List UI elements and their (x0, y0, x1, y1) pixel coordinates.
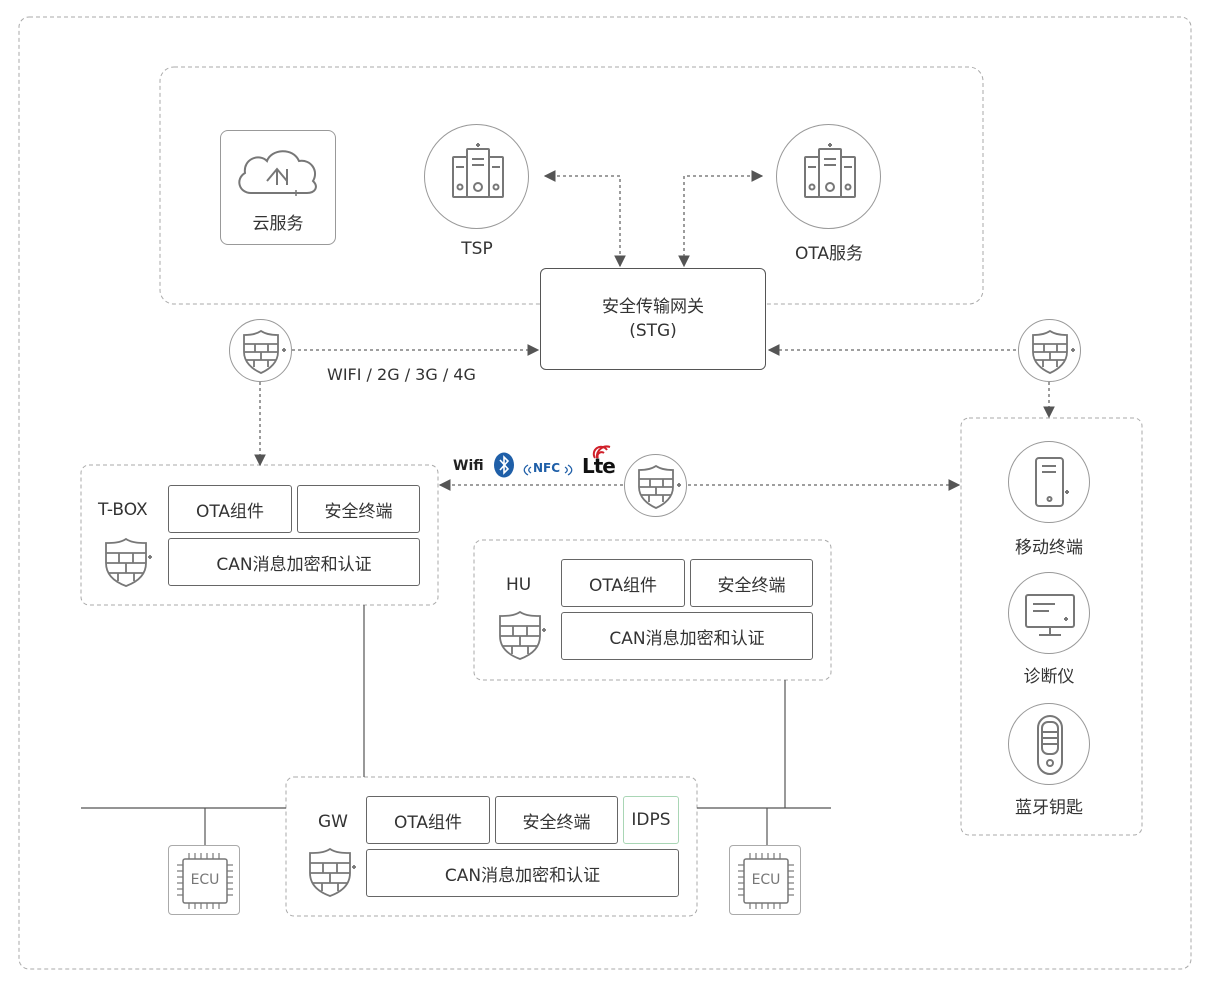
devices-container (960, 417, 1143, 836)
stg-title: 安全传输网关 (602, 297, 704, 317)
monitor-icon (1025, 594, 1075, 636)
smartphone-icon (1035, 457, 1069, 507)
car-key-icon (1037, 715, 1063, 775)
hu-name: HU (506, 575, 532, 595)
firewall-shield-icon (1032, 329, 1075, 374)
firewall-shield-icon (638, 464, 681, 509)
ecu-label: ECU (751, 872, 781, 888)
diagnostic-tool-node (1008, 572, 1090, 654)
ota-service-label: OTA服务 (794, 244, 864, 264)
firewall-shield-icon (243, 329, 286, 374)
hu-can-encryption: CAN消息加密和认证 (561, 612, 813, 660)
bluetooth-key-label: 蓝牙钥匙 (1015, 798, 1083, 818)
nfc-signal-left-icon (523, 464, 532, 476)
mobile-terminal-node (1008, 441, 1090, 523)
hu-ota-component: OTA组件 (561, 559, 685, 607)
bluetooth-icon (494, 452, 514, 478)
tsp-label: TSP (461, 239, 493, 259)
gw-can-encryption: CAN消息加密和认证 (366, 849, 679, 897)
tbox-name: T-BOX (98, 500, 148, 520)
diagnostic-tool-label: 诊断仪 (1023, 667, 1075, 687)
firewall-node-right (1018, 319, 1081, 382)
gw-container (285, 776, 698, 917)
ecu-left: ECU (168, 845, 240, 915)
gw-secure-terminal: 安全终端 (495, 796, 618, 844)
stg-gateway: 安全传输网关 (STG) (540, 268, 766, 370)
tbox-ota-component: OTA组件 (168, 485, 292, 533)
ecu-chip-icon (177, 853, 233, 909)
gw-idps: IDPS (623, 796, 679, 844)
hu-secure-terminal: 安全终端 (690, 559, 813, 607)
firewall-node-left (229, 319, 292, 382)
bluetooth-key-node (1008, 703, 1090, 785)
tbox-secure-terminal: 安全终端 (297, 485, 420, 533)
gw-ota-component: OTA组件 (366, 796, 490, 844)
firewall-shield-icon (499, 610, 546, 660)
tsp-node (424, 124, 529, 229)
tbox-can-encryption: CAN消息加密和认证 (168, 538, 420, 586)
cloud-service-card (220, 130, 336, 245)
cloud-service-label: 云服务 (252, 214, 304, 234)
server-icon (804, 143, 856, 198)
lte-logo: Lte (582, 454, 616, 478)
network-link-label: WIFI / 2G / 3G / 4G (327, 365, 476, 384)
ota-service-node (776, 124, 881, 229)
nfc-signal-right-icon (564, 464, 573, 476)
firewall-node-center (624, 454, 687, 517)
cloud-icon (238, 150, 317, 196)
firewall-shield-icon (309, 847, 356, 897)
ecu-right: ECU (729, 845, 801, 915)
ecu-chip-icon (738, 853, 794, 909)
ecu-label: ECU (190, 872, 220, 888)
server-icon (452, 143, 504, 198)
nfc-logo: NFC (533, 461, 561, 475)
stg-subtitle: (STG) (629, 321, 677, 341)
hu-container (473, 539, 832, 681)
gw-name: GW (318, 812, 348, 832)
firewall-shield-icon (105, 537, 152, 587)
lte-signal-icon (592, 445, 611, 459)
mobile-terminal-label: 移动终端 (1015, 538, 1083, 558)
outer-frame (18, 16, 1192, 970)
wifi-logo: Wifi (453, 458, 484, 474)
